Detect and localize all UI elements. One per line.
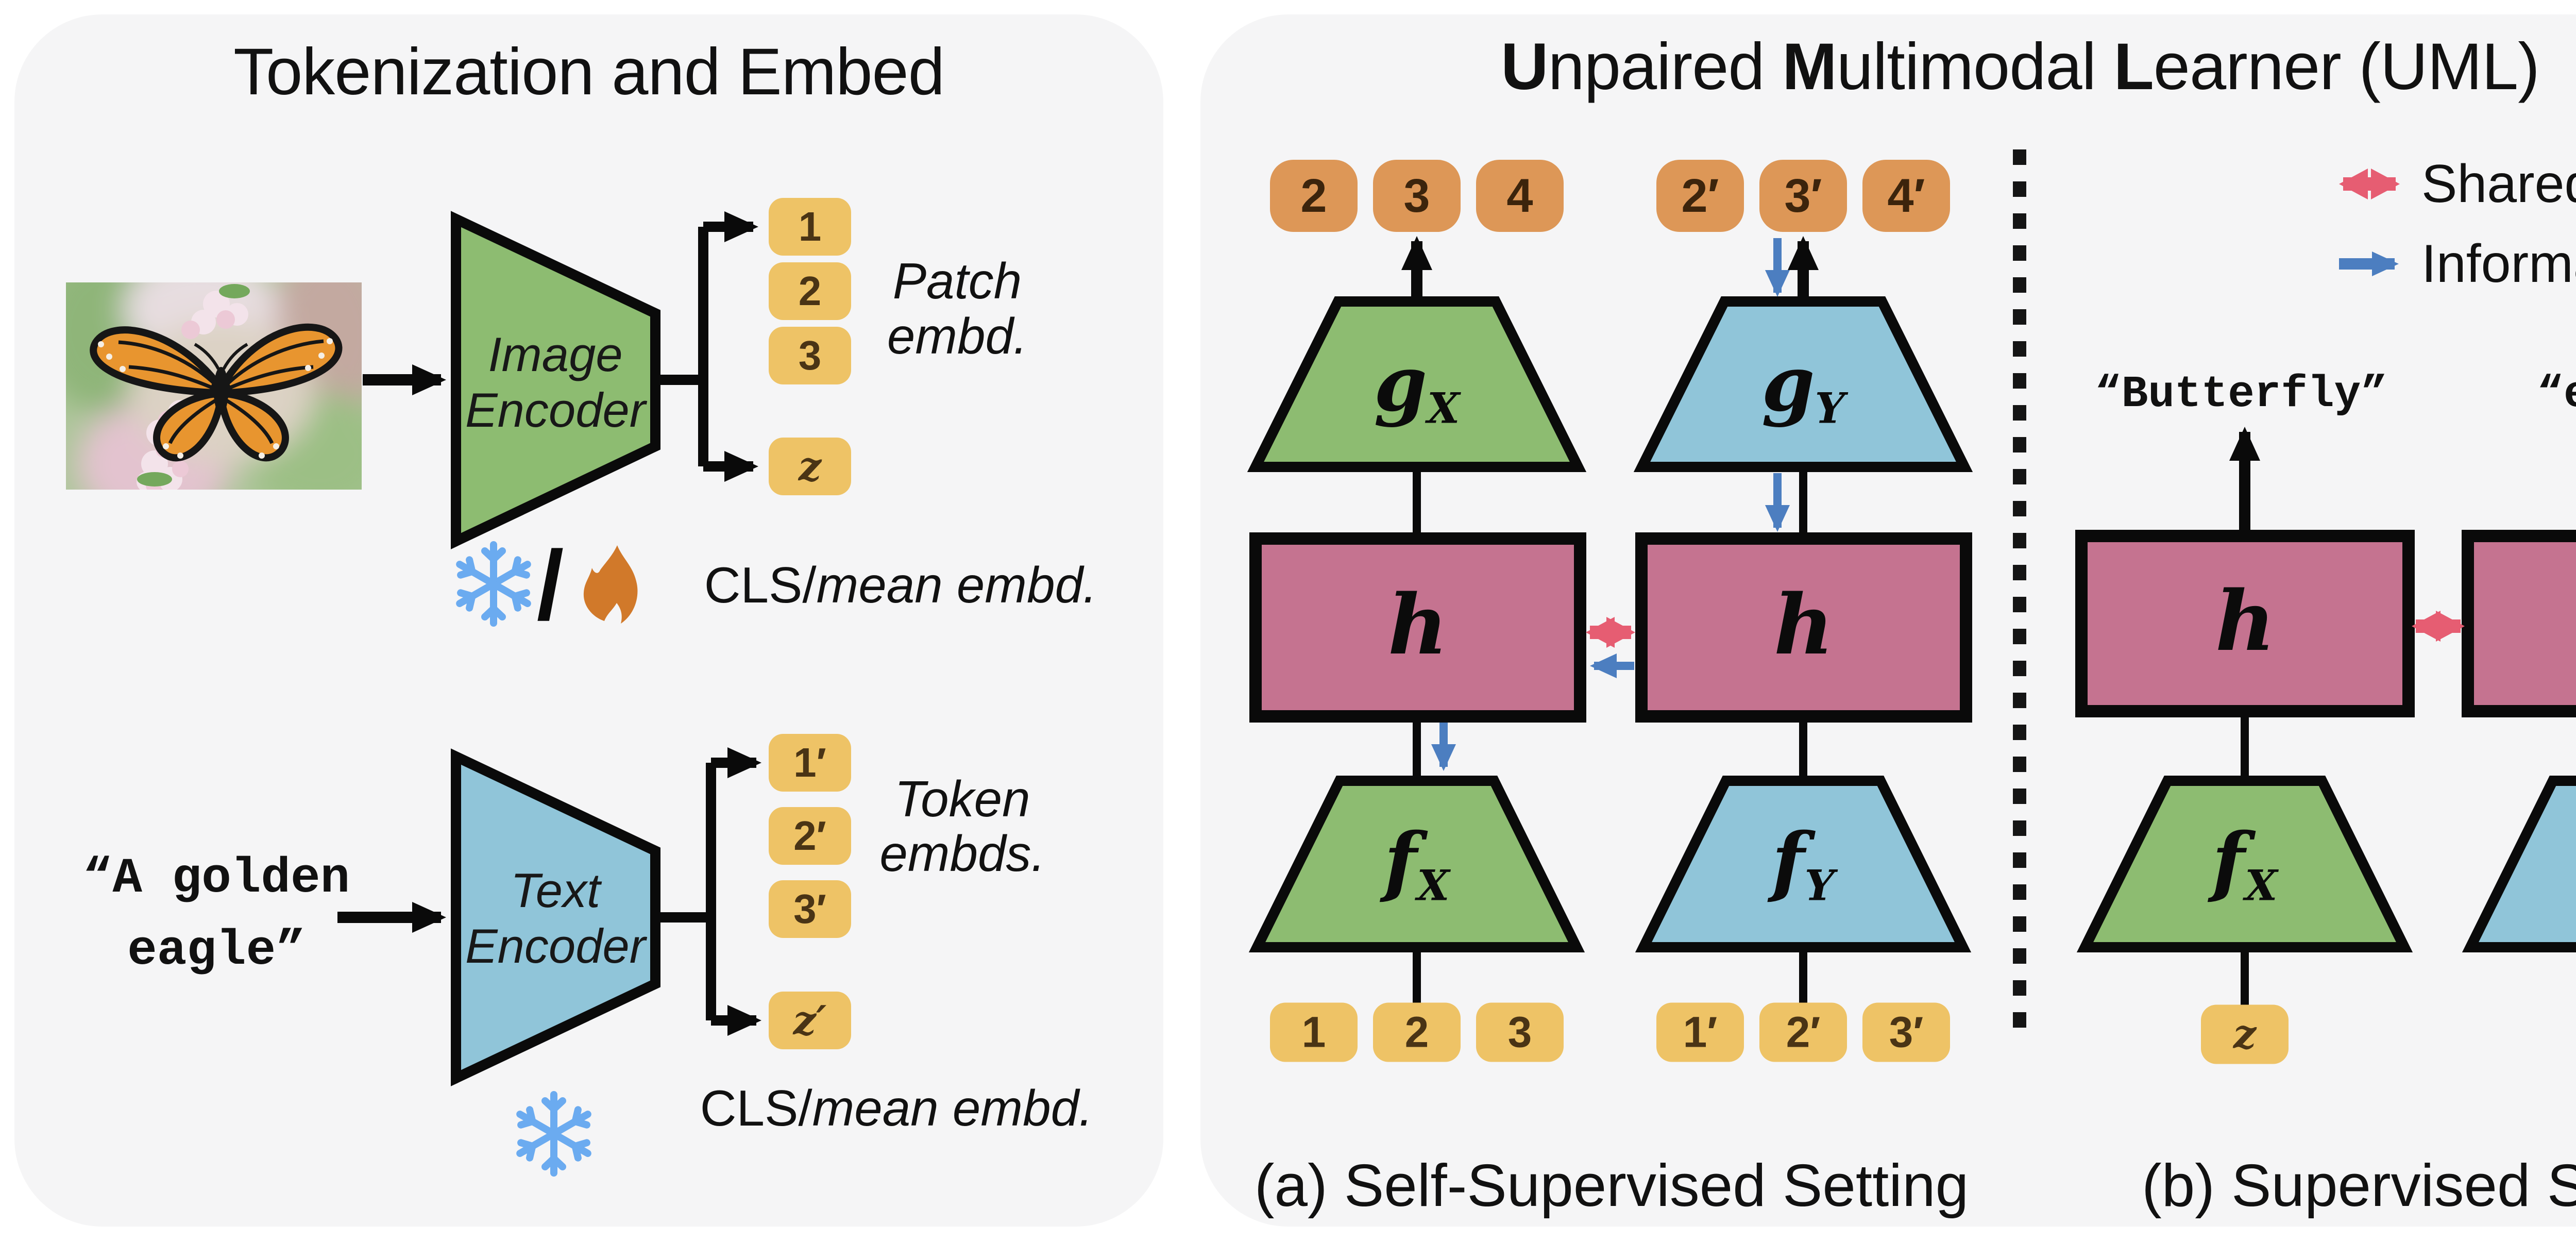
image-cls-token-label: z bbox=[798, 443, 822, 490]
left-panel-title: Tokenization and Embed bbox=[233, 35, 945, 109]
image-encoder-label-line2: Encoder bbox=[465, 383, 646, 437]
title-ultimodal: ultimodal bbox=[1836, 30, 2114, 104]
fx-base: f bbox=[2212, 816, 2245, 906]
text-token-2-label: 2′ bbox=[793, 813, 826, 859]
patch-token-2-label: 2 bbox=[798, 268, 822, 314]
hy-label-a: h bbox=[1773, 576, 1834, 673]
cls-prefix: CLS/ bbox=[704, 557, 817, 613]
title-bold-l: L bbox=[2113, 30, 2154, 104]
fy-in-token-1p: 1′ bbox=[1656, 1002, 1744, 1062]
fx-label-a: fX bbox=[1384, 823, 1450, 907]
gx-base: g bbox=[1374, 339, 1428, 429]
patch-token-3: 3 bbox=[769, 327, 851, 384]
freeze-or-tune-slash: / bbox=[536, 531, 564, 640]
title-bold-m: M bbox=[1782, 30, 1837, 104]
token-label: 2′ bbox=[1786, 1008, 1821, 1056]
text-cls-label: CLS/mean embd. bbox=[700, 1083, 1093, 1133]
tokenization-panel bbox=[14, 14, 1163, 1227]
fx-in-token-1: 1 bbox=[1270, 1002, 1358, 1062]
gx-out-token-2: 2 bbox=[1270, 160, 1358, 232]
token-label: 4 bbox=[1506, 169, 1533, 222]
fx-in-token-3: 3 bbox=[1476, 1002, 1564, 1062]
shared-weights-legend-label: Shared Weights bbox=[2421, 154, 2576, 214]
gx-label: gX bbox=[1374, 345, 1460, 430]
image-encoder-label-line1: Image bbox=[488, 327, 623, 381]
token-embds-label-line2: embds. bbox=[879, 825, 1045, 882]
gx-out-token-4: 4 bbox=[1476, 160, 1564, 232]
patch-embd-label-line2: embd. bbox=[887, 308, 1028, 364]
eagle-output-label: “eagle” bbox=[2537, 369, 2576, 420]
fx-sub: X bbox=[1417, 861, 1450, 911]
fx-in-token-2: 2 bbox=[1373, 1002, 1461, 1062]
title-earner-uml: earner (UML) bbox=[2153, 30, 2540, 104]
fy-in-token-2p: 2′ bbox=[1759, 1002, 1847, 1062]
text-input-line1: “A golden bbox=[82, 850, 350, 907]
butterfly-output-label: “Butterfly” bbox=[2095, 369, 2387, 420]
token-label: 3′ bbox=[1784, 169, 1822, 222]
text-token-3-label: 3′ bbox=[793, 886, 826, 932]
supervised-caption: (b) Supervised Setting bbox=[2142, 1152, 2576, 1219]
token-label: 2′ bbox=[1681, 169, 1719, 222]
text-input-line2: eagle” bbox=[127, 923, 306, 979]
gy-out-token-2p: 2′ bbox=[1656, 160, 1744, 232]
mean-embd-text: mean embd. bbox=[812, 1080, 1093, 1136]
self-supervised-caption: (a) Self-Supervised Setting bbox=[1254, 1152, 1969, 1219]
fy-sub: Y bbox=[1804, 861, 1835, 911]
patch-token-1-label: 1 bbox=[798, 204, 822, 249]
fy-base: f bbox=[1772, 816, 1805, 906]
cls-prefix: CLS/ bbox=[700, 1080, 812, 1136]
fx-label-b: fX bbox=[2212, 823, 2278, 907]
gy-out-token-3p: 3′ bbox=[1759, 160, 1847, 232]
token-embds-label-line1: Token bbox=[894, 770, 1030, 827]
patch-token-2: 2 bbox=[769, 262, 851, 320]
text-token-1: 1′ bbox=[769, 734, 851, 792]
fx-sub: X bbox=[2245, 861, 2278, 911]
token-label: 4′ bbox=[1887, 169, 1925, 222]
image-cls-token: z bbox=[769, 438, 851, 495]
image-cls-label: CLS/mean embd. bbox=[704, 560, 1097, 610]
hx-label-b: h bbox=[2215, 573, 2276, 669]
information-flow-legend-label: Information Flow bbox=[2421, 234, 2576, 294]
gx-out-token-3: 3 bbox=[1373, 160, 1461, 232]
text-cls-token: z′ bbox=[769, 992, 851, 1049]
token-label: 2 bbox=[1300, 169, 1327, 222]
mean-embd-text: mean embd. bbox=[816, 557, 1097, 613]
fy-in-token-3p: 3′ bbox=[1862, 1002, 1950, 1062]
text-encoder-label-line1: Text bbox=[510, 863, 601, 917]
token-label: 3 bbox=[1403, 169, 1430, 222]
fx-base: f bbox=[1384, 816, 1417, 906]
title-npaired: npaired bbox=[1548, 30, 1783, 104]
token-label: 1 bbox=[1301, 1008, 1326, 1056]
right-panel-title: Unpaired Multimodal Learner (UML) bbox=[1501, 34, 2540, 100]
text-cls-token-label: z′ bbox=[793, 997, 827, 1044]
text-token-2: 2′ bbox=[769, 807, 851, 865]
gx-sub: X bbox=[1427, 384, 1460, 433]
hx-label-a: h bbox=[1387, 576, 1448, 673]
token-label: 3′ bbox=[1889, 1008, 1924, 1056]
gy-sub: Y bbox=[1815, 384, 1845, 433]
z-token-b: z bbox=[2201, 1004, 2289, 1064]
fy-label-a: fY bbox=[1772, 823, 1835, 907]
token-label: 2 bbox=[1404, 1008, 1429, 1056]
title-bold-u: U bbox=[1501, 30, 1548, 104]
text-token-3: 3′ bbox=[769, 880, 851, 938]
patch-embd-label-line1: Patch bbox=[892, 253, 1022, 309]
gy-label: gY bbox=[1761, 345, 1845, 430]
patch-token-1: 1 bbox=[769, 198, 851, 256]
patch-token-3-label: 3 bbox=[798, 332, 822, 378]
gy-base: g bbox=[1761, 339, 1815, 429]
text-token-1-label: 1′ bbox=[793, 740, 826, 785]
text-encoder-label-line2: Encoder bbox=[465, 919, 646, 973]
gy-out-token-4p: 4′ bbox=[1862, 160, 1950, 232]
token-label: 1′ bbox=[1683, 1008, 1718, 1056]
z-token-label: z bbox=[2233, 1011, 2257, 1058]
token-label: 3 bbox=[1507, 1008, 1532, 1056]
